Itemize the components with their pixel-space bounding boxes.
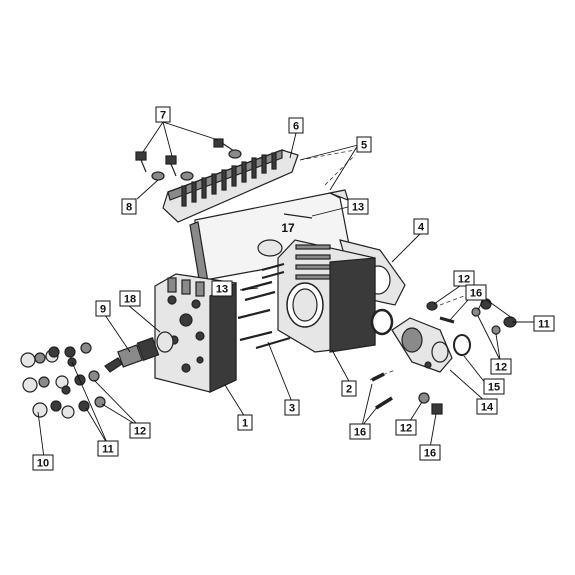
top-bolts-group [135,138,242,181]
callout-11-right: 11 [533,315,555,332]
callout-14: 14 [476,398,498,415]
callout-13-upper-text: 13 [352,202,364,214]
callout-6-text: 6 [293,121,299,133]
callout-16-right-top: 16 [465,284,487,301]
callout-2: 2 [341,380,357,397]
callout-11-right-text: 11 [538,319,550,331]
exhaust-ring [370,308,394,336]
callout-7: 7 [155,106,171,123]
manifold-gasket [453,334,471,356]
callout-4: 4 [413,218,429,235]
exhaust-manifold [391,317,453,373]
callout-8: 8 [121,198,137,215]
callout-12-left-text: 12 [134,426,146,438]
callout-5-text: 5 [361,140,367,152]
callout-15: 15 [483,378,505,395]
callout-16-right-top-text: 16 [470,288,482,300]
callout-12-right-mid: 12 [490,358,512,375]
callout-17-text: 17 [281,221,295,235]
washer-8b [180,171,194,181]
studs-3 [239,330,291,350]
callout-18-text: 18 [124,294,136,306]
rocker-cover [162,149,299,223]
callout-10: 10 [32,454,54,471]
callout-12-right-mid-text: 12 [495,362,507,374]
callout-12-right-bottom: 12 [395,419,417,436]
callout-16-bottom: 16 [419,444,441,461]
bolt-7c [213,138,235,152]
callout-16-right-bottom-left-text: 16 [354,427,366,439]
callout-11-left: 11 [97,440,119,457]
callout-3: 3 [284,399,300,416]
plate-hole [257,239,283,257]
callout-7-text: 7 [160,110,166,122]
callout-12-right-bottom-text: 12 [400,423,412,435]
spark-plug [104,331,174,373]
callout-12-left: 12 [129,422,151,439]
callout-5: 5 [356,136,372,153]
callout-1: 1 [237,414,253,431]
nut-washer-cluster-left [20,342,106,419]
callout-12-right-top-text: 12 [458,274,470,286]
callout-16-right-bottom-left: 16 [349,423,371,440]
bolt-7a [135,151,147,173]
washer-8c [228,149,242,159]
callout-13-lower: 13 [211,280,233,297]
callout-13-upper: 13 [347,198,369,215]
callout-17: 17 [281,221,295,235]
cylinder-block [277,239,376,353]
callout-15-text: 15 [488,382,500,394]
washer-8a [151,171,165,181]
callout-labels: 7 6 5 8 13 17 4 12 16 [32,106,555,471]
callout-3-text: 3 [289,403,295,415]
callout-18: 18 [119,290,141,307]
callout-12-right-top: 12 [453,270,475,287]
callout-4-text: 4 [418,222,425,234]
callout-1-text: 1 [242,418,248,430]
crankcase-block [154,273,237,393]
callout-13-lower-text: 13 [216,284,228,296]
callout-2-text: 2 [346,384,352,396]
callout-9-text: 9 [100,304,106,316]
studs-13 [237,262,285,320]
callout-6: 6 [288,117,304,134]
callout-10-text: 10 [37,458,49,470]
callout-16-bottom-text: 16 [424,448,436,460]
bolt-7b [165,155,177,177]
leader-lines [37,121,534,459]
callout-9: 9 [95,300,111,317]
callout-11-left-text: 11 [102,444,114,456]
callout-8-text: 8 [126,202,132,214]
callout-14-text: 14 [481,402,494,414]
